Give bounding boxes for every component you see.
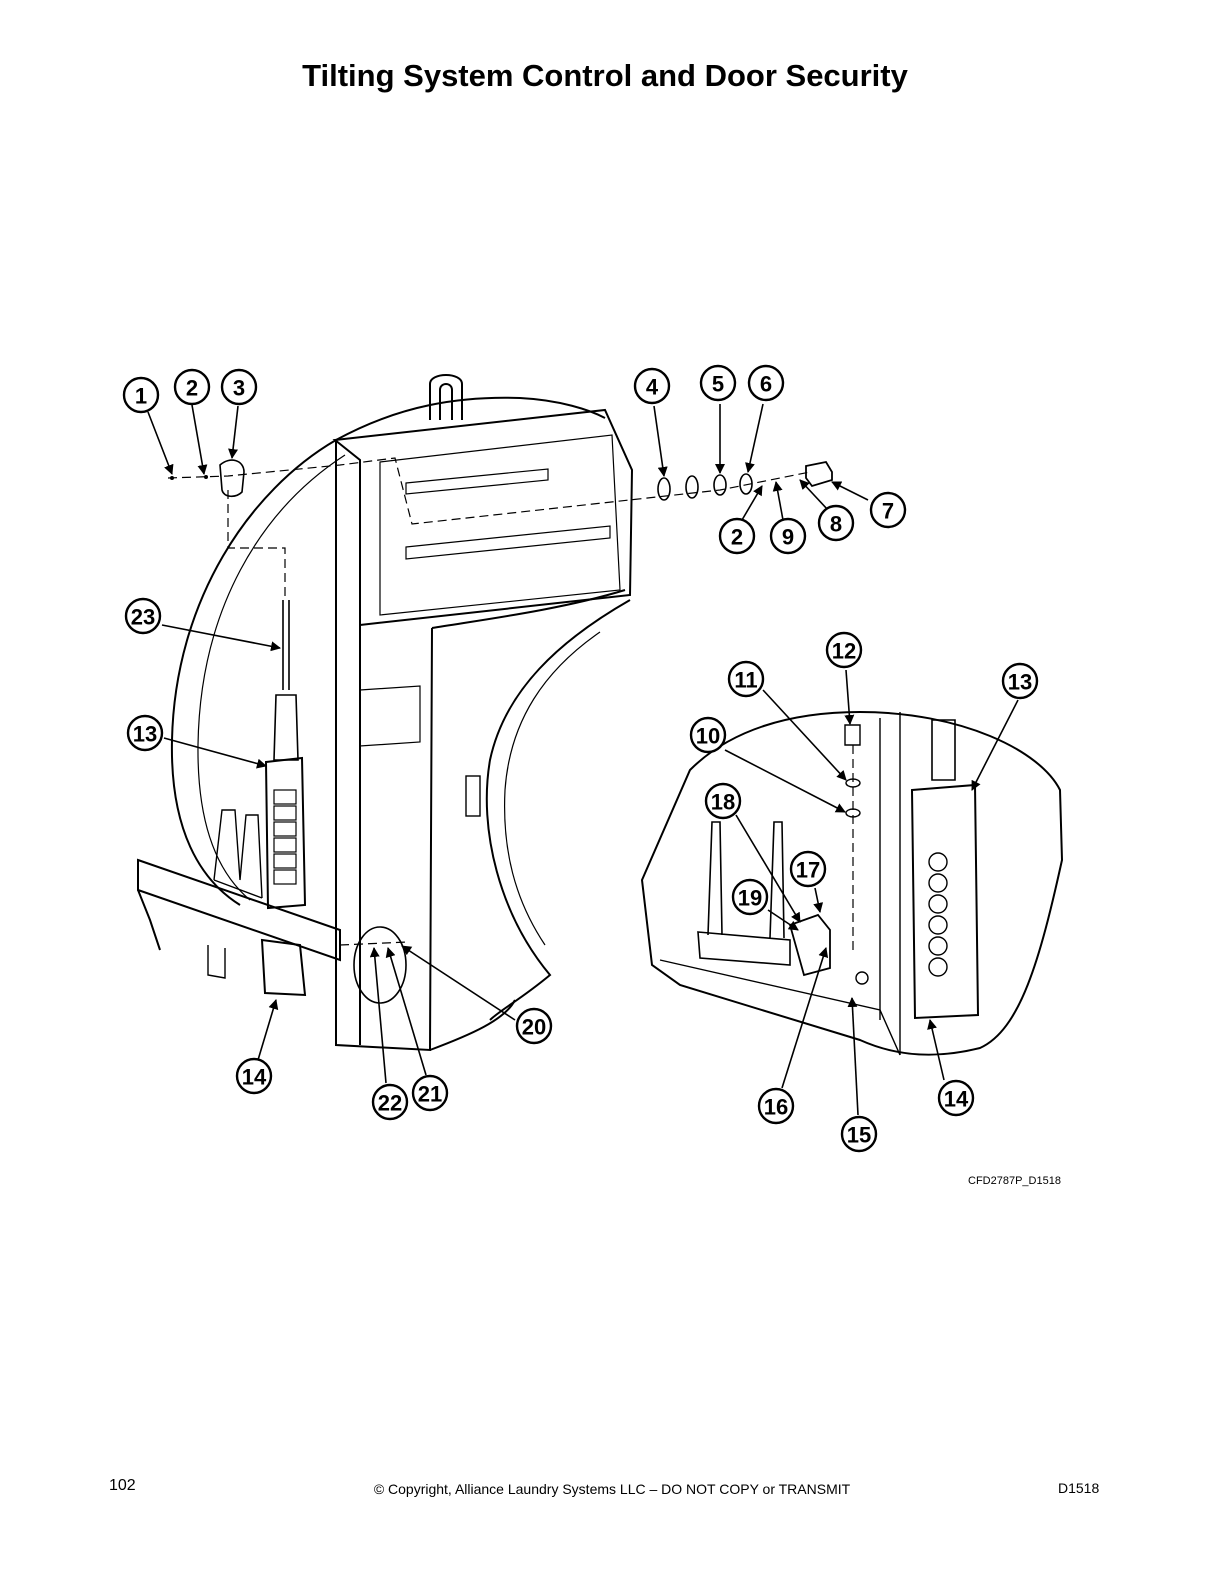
callout-2: 2 xyxy=(173,368,211,406)
cable-gland xyxy=(805,460,833,488)
svg-text:9: 9 xyxy=(782,525,794,550)
svg-text:13: 13 xyxy=(133,722,157,747)
svg-text:13: 13 xyxy=(1008,670,1032,695)
callout-6: 6 xyxy=(747,364,785,402)
callout-11: 11 xyxy=(727,660,765,698)
svg-text:2: 2 xyxy=(186,376,198,401)
svg-text:14: 14 xyxy=(944,1087,969,1112)
detail-view xyxy=(640,710,1064,1056)
detail-pendant-control xyxy=(910,783,980,1020)
detail-door-switch xyxy=(788,913,831,977)
control-box-rails xyxy=(405,468,611,560)
pendant-cable xyxy=(282,600,290,690)
svg-text:15: 15 xyxy=(847,1123,871,1148)
detail-column-edge xyxy=(879,712,901,1055)
callout-22: 22 xyxy=(371,1083,409,1121)
callout-19: 19 xyxy=(731,878,769,916)
callout-3: 3 xyxy=(220,368,258,406)
control-box-panel xyxy=(379,434,621,616)
door-switch-plate xyxy=(465,775,481,817)
callout-14-detail: 14 xyxy=(937,1079,975,1117)
lifting-eye xyxy=(429,374,463,420)
callout-8: 8 xyxy=(817,504,855,542)
drum-inner-outline xyxy=(197,454,346,901)
drum-outline xyxy=(170,439,337,906)
svg-text:6: 6 xyxy=(760,372,772,397)
svg-text:12: 12 xyxy=(832,639,856,664)
assembly-lines-left xyxy=(167,457,811,946)
callout-15: 15 xyxy=(840,1115,878,1153)
detail-bolt xyxy=(844,724,861,746)
svg-text:11: 11 xyxy=(734,668,757,693)
callout-12: 12 xyxy=(825,631,863,669)
callout-17: 17 xyxy=(789,850,827,888)
drum-top-outline xyxy=(335,396,606,441)
svg-text:1: 1 xyxy=(135,384,147,409)
column-access-panel xyxy=(359,685,421,747)
svg-text:17: 17 xyxy=(796,858,820,883)
page-title: Tilting System Control and Door Security xyxy=(302,58,908,93)
copyright-notice: © Copyright, Alliance Laundry Systems LL… xyxy=(373,1481,851,1497)
leader-lines xyxy=(147,403,1019,1116)
svg-text:10: 10 xyxy=(696,724,720,749)
page-number: 102 xyxy=(109,1477,136,1494)
pendant-buttons xyxy=(273,789,297,885)
callout-7: 7 xyxy=(869,491,907,529)
exploded-parts-top-left xyxy=(170,459,245,498)
cap-part xyxy=(219,459,245,498)
detail-pendant-buttons xyxy=(928,852,948,977)
svg-text:23: 23 xyxy=(131,605,155,630)
door-ring xyxy=(485,599,631,1021)
callout-13: 13 xyxy=(126,714,164,752)
svg-text:22: 22 xyxy=(378,1091,402,1116)
pendant-bracket xyxy=(260,938,307,997)
exploded-parts-top-right xyxy=(657,460,833,501)
control-box xyxy=(332,408,634,627)
svg-text:18: 18 xyxy=(711,790,735,815)
callout-13-detail: 13 xyxy=(1001,662,1039,700)
figure-reference: CFD2787P_D1518 xyxy=(968,1175,1061,1187)
svg-text:4: 4 xyxy=(646,375,659,400)
detail-pendant-strain-relief xyxy=(931,719,956,781)
door-switch-bracket xyxy=(353,926,407,1004)
pendant-control xyxy=(264,756,307,910)
callout-2-second: 2 xyxy=(718,517,756,555)
callout-18: 18 xyxy=(704,782,742,820)
pendant-strain-relief xyxy=(273,694,299,761)
base-foot xyxy=(207,945,226,979)
svg-text:19: 19 xyxy=(738,886,762,911)
callout-9: 9 xyxy=(769,517,807,555)
pendant-holder xyxy=(213,809,263,899)
callout-1: 1 xyxy=(122,376,160,414)
svg-text:3: 3 xyxy=(233,376,245,401)
callout-16: 16 xyxy=(757,1087,795,1125)
svg-text:14: 14 xyxy=(242,1065,267,1090)
detail-switch-bracket xyxy=(697,821,791,966)
door-ring-inner xyxy=(503,631,601,946)
svg-text:8: 8 xyxy=(830,512,842,537)
callout-21: 21 xyxy=(411,1074,449,1112)
svg-text:5: 5 xyxy=(712,372,724,397)
callout-4: 4 xyxy=(633,367,671,405)
base-frame xyxy=(137,858,341,962)
detail-outline xyxy=(640,710,1064,1056)
document-code: D1518 xyxy=(1058,1480,1100,1496)
svg-text:7: 7 xyxy=(882,499,894,524)
callout-23: 23 xyxy=(124,597,162,635)
svg-text:16: 16 xyxy=(764,1095,788,1120)
callout-5: 5 xyxy=(699,364,737,402)
svg-text:21: 21 xyxy=(418,1082,442,1107)
svg-text:2: 2 xyxy=(731,525,743,550)
callout-20: 20 xyxy=(515,1007,553,1045)
callout-14: 14 xyxy=(235,1057,273,1095)
body-outline xyxy=(429,589,626,1051)
callout-10: 10 xyxy=(689,716,727,754)
svg-text:20: 20 xyxy=(522,1015,546,1040)
